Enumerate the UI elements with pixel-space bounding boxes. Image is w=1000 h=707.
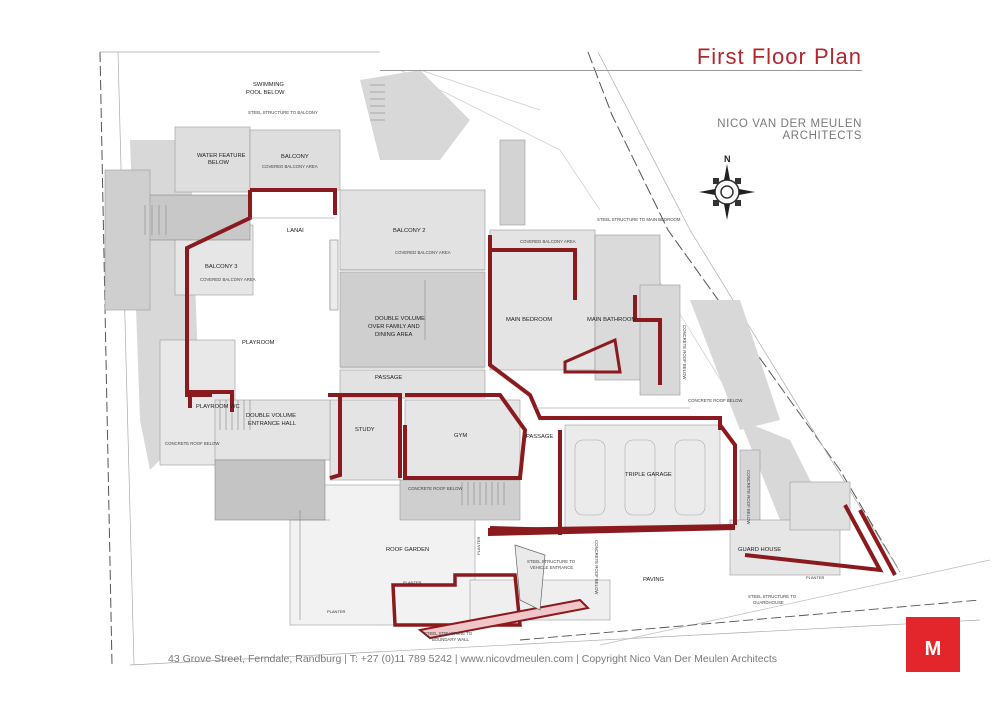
room-label-water-feature-2: BELOW (208, 160, 229, 166)
compass-north-label: N (724, 154, 731, 164)
room-label-swimming-pool: SWIMMING (253, 82, 284, 88)
room-label-main-bathroom: MAIN BATHROOM (587, 317, 636, 323)
room-label-planter-2: PLANTER (327, 609, 346, 614)
room-label-swimming-pool-2: POOL BELOW (246, 90, 285, 96)
room-label-entrance-hall-2: ENTRANCE HALL (248, 421, 297, 427)
note-steel-guardhouse: STEEL STRUCTURE TO (748, 594, 797, 599)
room-label-playroom: PLAYROOM (242, 340, 275, 346)
room-label-double-volume: DOUBLE VOLUME (375, 316, 425, 322)
internal-lines (250, 217, 690, 620)
note-covered-balcony-2: COVERED BALCONY AREA (395, 250, 451, 255)
annotation-notes: COVERED BALCONY AREA COVERED BALCONY ARE… (165, 110, 797, 642)
plan-title: First Floor Plan (696, 44, 862, 69)
note-steel-balcony: STEEL STRUCTURE TO BALCONY (248, 110, 318, 115)
room-label-lanai: LANAI (287, 228, 304, 234)
room-label-balcony-2: BALCONY 2 (393, 228, 425, 234)
room-label-triple-garage: TRIPLE GARAGE (625, 472, 672, 478)
room-label-passage-2: PASSAGE (526, 434, 553, 440)
room-label-passage: PASSAGE (375, 375, 402, 381)
logo-letter: M (924, 638, 942, 660)
note-covered-balcony-3: COVERED BALCONY AREA (200, 277, 256, 282)
note-concrete-roof-5: CONCRETE ROOF BELOW (746, 470, 751, 525)
room-label-balcony: BALCONY (281, 154, 309, 160)
room-labels: SWIMMING POOL BELOW WATER FEATURE BELOW … (196, 82, 825, 614)
note-steel-main-bedroom: STEEL STRUCTURE TO MAIN BEDROOM (597, 217, 681, 222)
site-boundary-lines (99, 51, 991, 666)
note-steel-vehicle: STEEL STRUCTURE TO (527, 559, 576, 564)
room-label-study: STUDY (355, 427, 375, 433)
room-label-entrance-hall: DOUBLE VOLUME (246, 413, 296, 419)
note-steel-boundary-2: BOUNDARY WALL (432, 637, 470, 642)
steel-structures (417, 524, 735, 640)
room-label-planter-4: PLANTER (476, 536, 481, 555)
room-label-roof-garden: ROOF GARDEN (386, 547, 429, 553)
note-steel-boundary: STEEL STRUCTURE TO (424, 631, 473, 636)
room-label-water-feature: WATER FEATURE (197, 153, 246, 159)
external-walls (185, 188, 897, 627)
note-concrete-roof: CONCRETE ROOF BELOW (165, 441, 220, 446)
room-label-gym: GYM (454, 433, 467, 439)
note-covered-balcony: COVERED BALCONY AREA (262, 164, 318, 169)
note-covered-balcony-4: COVERED BALCONY AREA (520, 239, 576, 244)
room-label-planter-3: PLANTER (806, 575, 825, 580)
note-steel-vehicle-2: VEHICLE ENTRANCE (530, 565, 573, 570)
room-label-double-volume-3: DINING AREA (375, 332, 412, 338)
title-divider (380, 70, 862, 71)
note-concrete-roof-3: CONCRETE ROOF BELOW (688, 398, 743, 403)
room-label-double-volume-2: OVER FAMILY AND (368, 324, 420, 330)
floor-plates (104, 126, 851, 626)
note-concrete-roof-6: CONCRETE ROOF BELOW (594, 540, 599, 595)
room-label-balcony-3: BALCONY 3 (205, 264, 237, 270)
footer-contact: 43 Grove Street, Ferndale, Randburg | T:… (168, 653, 778, 665)
room-label-planter: PLANTER (403, 580, 422, 585)
garage-car-outlines (574, 439, 706, 516)
stairs (144, 84, 505, 505)
room-label-paving: PAVING (643, 577, 665, 583)
north-compass: N (699, 154, 755, 220)
note-concrete-roof-4: CONCRETE ROOF BELOW (682, 325, 687, 380)
room-label-playroom-wc: PLAYROOM WC (196, 404, 240, 410)
firm-logo: M (906, 617, 960, 672)
note-concrete-roof-2: CONCRETE ROOF BELOW (408, 486, 463, 491)
firm-name: NICO VAN DER MEULEN ARCHITECTS (717, 118, 862, 142)
room-label-main-bedroom: MAIN BEDROOM (506, 317, 552, 323)
room-label-guard-house: GUARD HOUSE (738, 547, 781, 553)
note-steel-guardhouse-2: GUARDHOUSE (753, 600, 784, 605)
